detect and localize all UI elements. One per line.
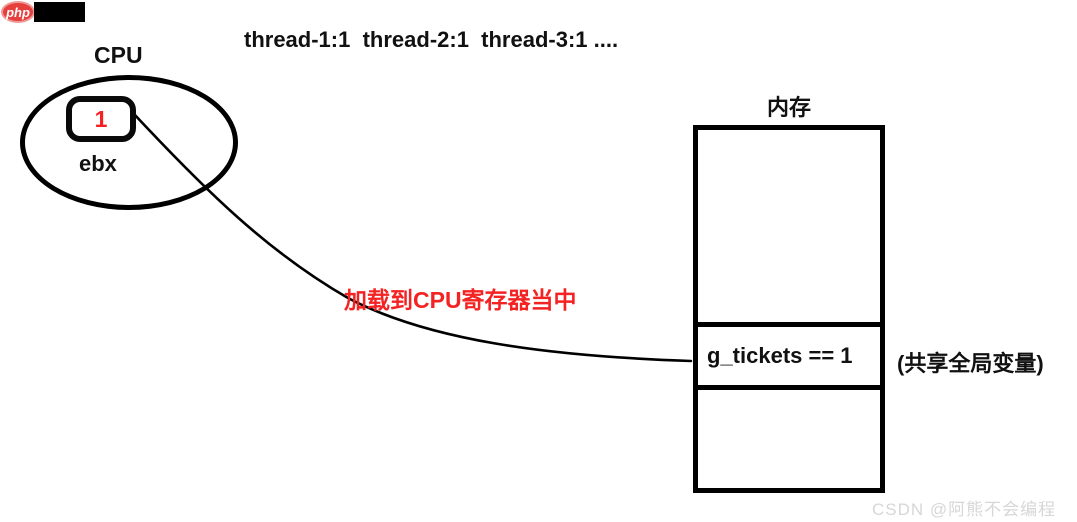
cpu-ellipse: [20, 75, 238, 210]
memory-cell-empty-top: [698, 130, 880, 327]
gtickets-value: g_tickets == 1: [707, 343, 853, 368]
memory-cell-gtickets: g_tickets == 1: [698, 327, 880, 390]
php-logo-text: php: [6, 4, 30, 20]
cpu-label: CPU: [94, 42, 143, 68]
memory-label: 内存: [766, 95, 811, 120]
memory-cell-empty-bottom: [698, 390, 880, 488]
php-logo: php: [1, 1, 35, 23]
csdn-watermark: CSDN @阿熊不会编程: [872, 500, 1057, 519]
register-name-label: ebx: [79, 151, 117, 176]
thread-status-text: thread-1:1 thread-2:1 thread-3:1 ....: [244, 27, 619, 52]
load-annotation-text: 加载到CPU寄存器当中: [344, 287, 577, 313]
logo-black-bar: [34, 2, 85, 22]
ebx-register-box: 1: [66, 96, 136, 142]
memory-box: g_tickets == 1: [693, 125, 885, 493]
shared-variable-note: (共享全局变量): [897, 351, 1044, 376]
register-value: 1: [94, 105, 108, 132]
